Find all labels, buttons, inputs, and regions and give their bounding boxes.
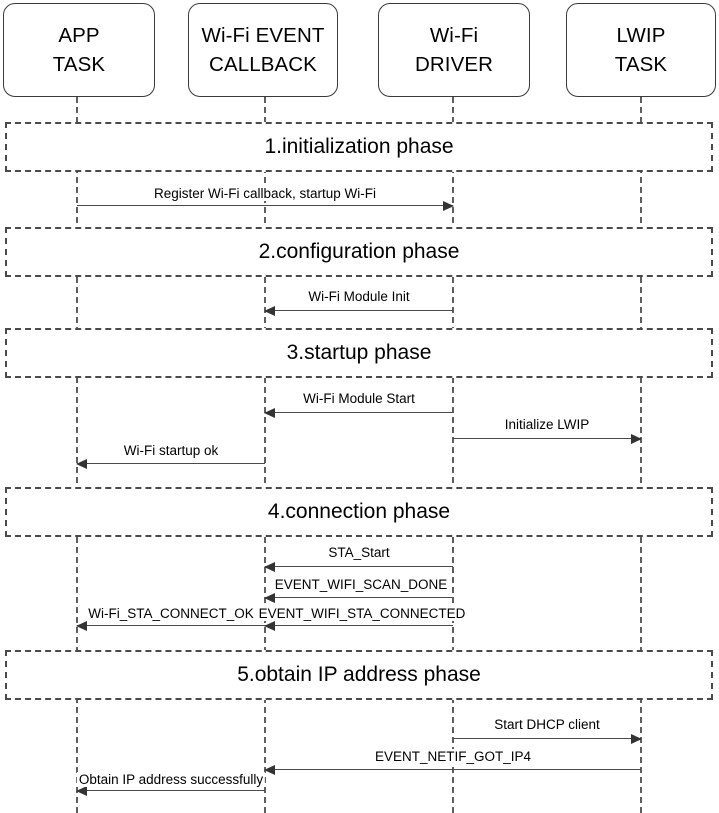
participant-app-task-line2: TASK [52,53,106,76]
phase-label-2: 2.configuration phase [258,240,460,263]
msg-sta-start [264,562,453,572]
msg-sta-start-label: STA_Start [326,545,392,560]
msg-event-wifi-sta-connected [264,621,453,631]
participant-app-task[interactable]: APP TASK [3,3,155,97]
phase-label-4: 4.connection phase [267,500,451,523]
msg-initialize-lwip-label: Initialize LWIP [502,417,592,432]
msg-start-dhcp-client [453,734,642,744]
arrowhead-right-icon [443,201,454,211]
phase-band-3: 3.startup phase [5,328,713,378]
participant-lwip-task-line2: TASK [614,53,668,76]
arrowhead-left-icon [76,786,87,796]
participant-lwip-task-line1: LWIP [616,23,666,47]
participant-wifi-event-callback[interactable]: Wi-Fi EVENT CALLBACK [188,3,338,97]
msg-event-wifi-scan-done-label: EVENT_WIFI_SCAN_DONE [272,577,450,592]
arrowhead-left-icon [264,408,275,418]
phase-band-4: 4.connection phase [5,487,713,537]
arrowhead-left-icon [76,459,87,469]
msg-obtain-ip-successfully [76,786,265,796]
msg-event-netif-got-ip4 [264,765,641,775]
phase-label-3: 3.startup phase [286,341,432,364]
phase-band-5: 5.obtain IP address phase [5,650,713,700]
msg-wifi-sta-connect-ok [76,621,265,631]
participant-wifi-driver-line2: DRIVER [414,53,494,76]
msg-start-dhcp-client-label: Start DHCP client [492,717,602,732]
lifeline-app-task [76,97,78,813]
participant-wifi-event-callback-line2: CALLBACK [209,53,317,76]
msg-event-wifi-scan-done [264,593,453,603]
arrowhead-left-icon [264,306,275,316]
msg-wifi-module-init-label: Wi-Fi Module Init [306,289,412,304]
arrowhead-left-icon [264,621,275,631]
arrowhead-left-icon [264,562,275,572]
msg-register-wifi-callback [77,201,454,211]
arrowhead-left-icon [264,765,275,775]
participant-lwip-task[interactable]: LWIP TASK [566,3,716,97]
msg-obtain-ip-successfully-label: Obtain IP address successfully [76,772,266,787]
lifeline-wifi-driver [452,97,454,813]
lifeline-lwip-task [640,97,642,813]
participant-app-task-line1: APP [58,23,100,47]
phase-band-2: 2.configuration phase [5,227,713,277]
msg-wifi-module-start-label: Wi-Fi Module Start [301,391,417,406]
msg-wifi-startup-ok [76,459,265,469]
arrowhead-left-icon [76,621,87,631]
msg-wifi-startup-ok-label: Wi-Fi startup ok [121,443,221,458]
phase-band-1: 1.initialization phase [5,122,713,172]
msg-wifi-module-init [264,306,453,316]
arrowhead-right-icon [631,434,642,444]
phase-label-5: 5.obtain IP address phase [237,663,481,686]
arrowhead-right-icon [631,734,642,744]
msg-event-wifi-sta-connected-label: EVENT_WIFI_STA_CONNECTED [256,606,468,621]
msg-register-wifi-callback-label: Register Wi-Fi callback, startup Wi-Fi [151,186,379,201]
msg-initialize-lwip [453,434,642,444]
msg-event-netif-got-ip4-label: EVENT_NETIF_GOT_IP4 [372,749,534,764]
msg-wifi-module-start [264,408,453,418]
phase-label-1: 1.initialization phase [264,135,454,158]
participant-wifi-event-callback-line1: Wi-Fi EVENT [201,23,325,47]
arrowhead-left-icon [264,593,275,603]
msg-wifi-sta-connect-ok-label: Wi-Fi_STA_CONNECT_OK [86,606,256,621]
lifeline-wifi-event-callback [264,97,266,813]
participant-wifi-driver-line1: Wi-Fi [429,23,479,47]
